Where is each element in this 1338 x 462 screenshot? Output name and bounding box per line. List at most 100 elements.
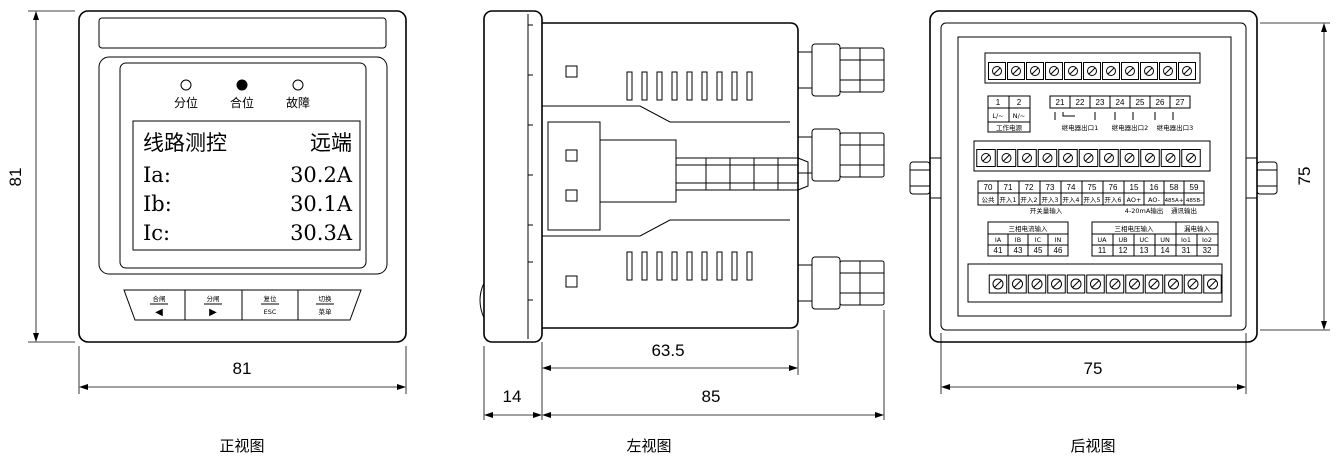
terminal-cell <box>1066 274 1086 294</box>
side-dim-panel: 14 <box>483 346 542 420</box>
key-close-symbol: ◀ <box>155 307 163 318</box>
screws-bottom <box>988 274 1222 294</box>
terminal-screw <box>1129 278 1140 290</box>
terminal-screw <box>1051 278 1062 290</box>
back-row3-table: 三相电流输入 IA IB IC IN 41 43 45 46 三相电压输入 漏电… <box>987 221 1219 257</box>
back-view: 1 2 L/~ N/~ 工作电源 21 22 23 24 25 26 27 继电… <box>909 10 1330 455</box>
voltage-label-ua: UA <box>1097 236 1107 244</box>
terminal-11: 11 <box>1098 246 1107 255</box>
terminal-cell <box>1078 149 1099 167</box>
terminal-screw-slot <box>1088 67 1096 75</box>
terminal-cell <box>1140 62 1158 80</box>
terminal-2-sub: N/~ <box>1013 112 1026 120</box>
terminal-screw <box>1011 66 1021 76</box>
screws-middle <box>976 149 1201 167</box>
led-label-fault: 故障 <box>286 95 310 110</box>
terminal-screw <box>1168 278 1179 290</box>
terminal-cell <box>976 149 996 167</box>
side-mounting-clip <box>542 105 809 237</box>
side-dim-body: 63.5 <box>541 330 799 420</box>
side-connector-top <box>797 43 885 97</box>
terminal-cell <box>1183 274 1203 294</box>
voltage-label-uc: UC <box>1139 236 1149 244</box>
front-bezel <box>78 10 407 343</box>
leak-input-title: 漏电输入 <box>1184 224 1211 233</box>
key-close[interactable]: 合闸 ◀ <box>150 294 168 318</box>
group-relay-1: 继电器出口1 <box>1062 123 1099 132</box>
terminal-cell <box>1144 274 1164 294</box>
side-view: 63.5 14 85 左视图 <box>479 10 885 455</box>
terminal-cell <box>1047 274 1066 294</box>
back-dim-width: 75 <box>940 333 1247 394</box>
side-body-length-label: 63.5 <box>651 341 684 360</box>
terminal-screw-slot <box>1072 280 1080 288</box>
terminal-screw <box>1144 66 1154 76</box>
terminal-cell <box>1037 149 1058 167</box>
terminal-screw-slot <box>1023 154 1031 162</box>
terminal-screw-slot <box>1033 280 1041 288</box>
screws-top <box>988 62 1196 80</box>
back-housing <box>929 10 1258 343</box>
terminal-72: 72 <box>1025 183 1034 192</box>
terminal-1: 1 <box>996 98 1001 107</box>
side-dim-total: 85 <box>542 310 885 420</box>
terminal-screw <box>1022 153 1032 163</box>
terminal-screw <box>1087 66 1097 76</box>
terminal-70-sub: 公共 <box>982 195 996 204</box>
terminal-72-sub: 开入2 <box>1020 196 1037 204</box>
terminal-screw-slot <box>1125 154 1134 162</box>
terminal-screw-slot <box>1043 154 1052 162</box>
front-caption: 正视图 <box>219 437 264 455</box>
side-panel-markers <box>528 24 533 301</box>
terminal-1-sub: L/~ <box>992 112 1003 120</box>
terminal-cell <box>1086 274 1105 294</box>
terminal-screw-slot <box>1183 67 1191 75</box>
terminal-screw-slot <box>1105 154 1113 162</box>
terminal-screw-slot <box>1050 67 1058 75</box>
front-width-label: 81 <box>233 359 252 378</box>
terminal-screw-slot <box>1208 280 1217 288</box>
terminal-cell <box>1008 274 1027 294</box>
current-label-in: IN <box>1055 236 1062 244</box>
terminal-screw <box>1109 278 1121 290</box>
terminal-cell <box>1058 149 1078 167</box>
voltage-label-ub: UB <box>1118 236 1127 244</box>
terminal-screw-slot <box>1012 67 1020 75</box>
terminal-cell <box>1064 62 1082 80</box>
terminal-cell <box>988 62 1006 80</box>
terminal-screw <box>1068 66 1078 76</box>
front-height-label: 81 <box>6 168 25 187</box>
led-open <box>180 79 192 91</box>
key-menu[interactable]: 切换 菜单 <box>316 294 334 316</box>
terminal-45: 45 <box>1034 246 1043 255</box>
lcd-screen <box>132 120 361 251</box>
terminal-screw-slot <box>1146 154 1154 162</box>
terminal-screw-slot <box>1069 67 1077 75</box>
lcd-mode: 远端 <box>310 131 352 155</box>
side-caption: 左视图 <box>626 437 671 455</box>
terminal-screw <box>992 278 1004 290</box>
led-fault <box>292 79 304 91</box>
lcd-row-value-ia: 30.2A <box>290 163 353 187</box>
lcd-row-value-ib: 30.1A <box>290 192 353 216</box>
front-window-inner <box>119 62 367 269</box>
terminal-16-sub: AO- <box>1148 196 1161 204</box>
key-reset[interactable]: 复位 ESC <box>261 294 279 316</box>
terminal-cell <box>1007 62 1025 80</box>
current-label-ic: IC <box>1035 236 1042 244</box>
terminal-21: 21 <box>1056 98 1065 107</box>
terminal-screw <box>1124 153 1135 163</box>
terminal-screw-slot <box>1187 154 1195 162</box>
key-open[interactable]: 分闸 ▶ <box>204 294 222 318</box>
terminal-screw-slot <box>1130 280 1139 288</box>
terminal-cell <box>1160 149 1181 167</box>
terminal-31: 31 <box>1182 246 1191 255</box>
terminal-screw-slot <box>1031 67 1039 75</box>
terminal-15: 15 <box>1130 183 1139 192</box>
terminal-75: 75 <box>1088 183 1097 192</box>
terminal-cell <box>1121 62 1139 80</box>
front-dim-width: 81 <box>78 346 407 394</box>
terminal-screw <box>1165 153 1176 163</box>
group-switch-input: 开关量输入 <box>1030 206 1063 215</box>
